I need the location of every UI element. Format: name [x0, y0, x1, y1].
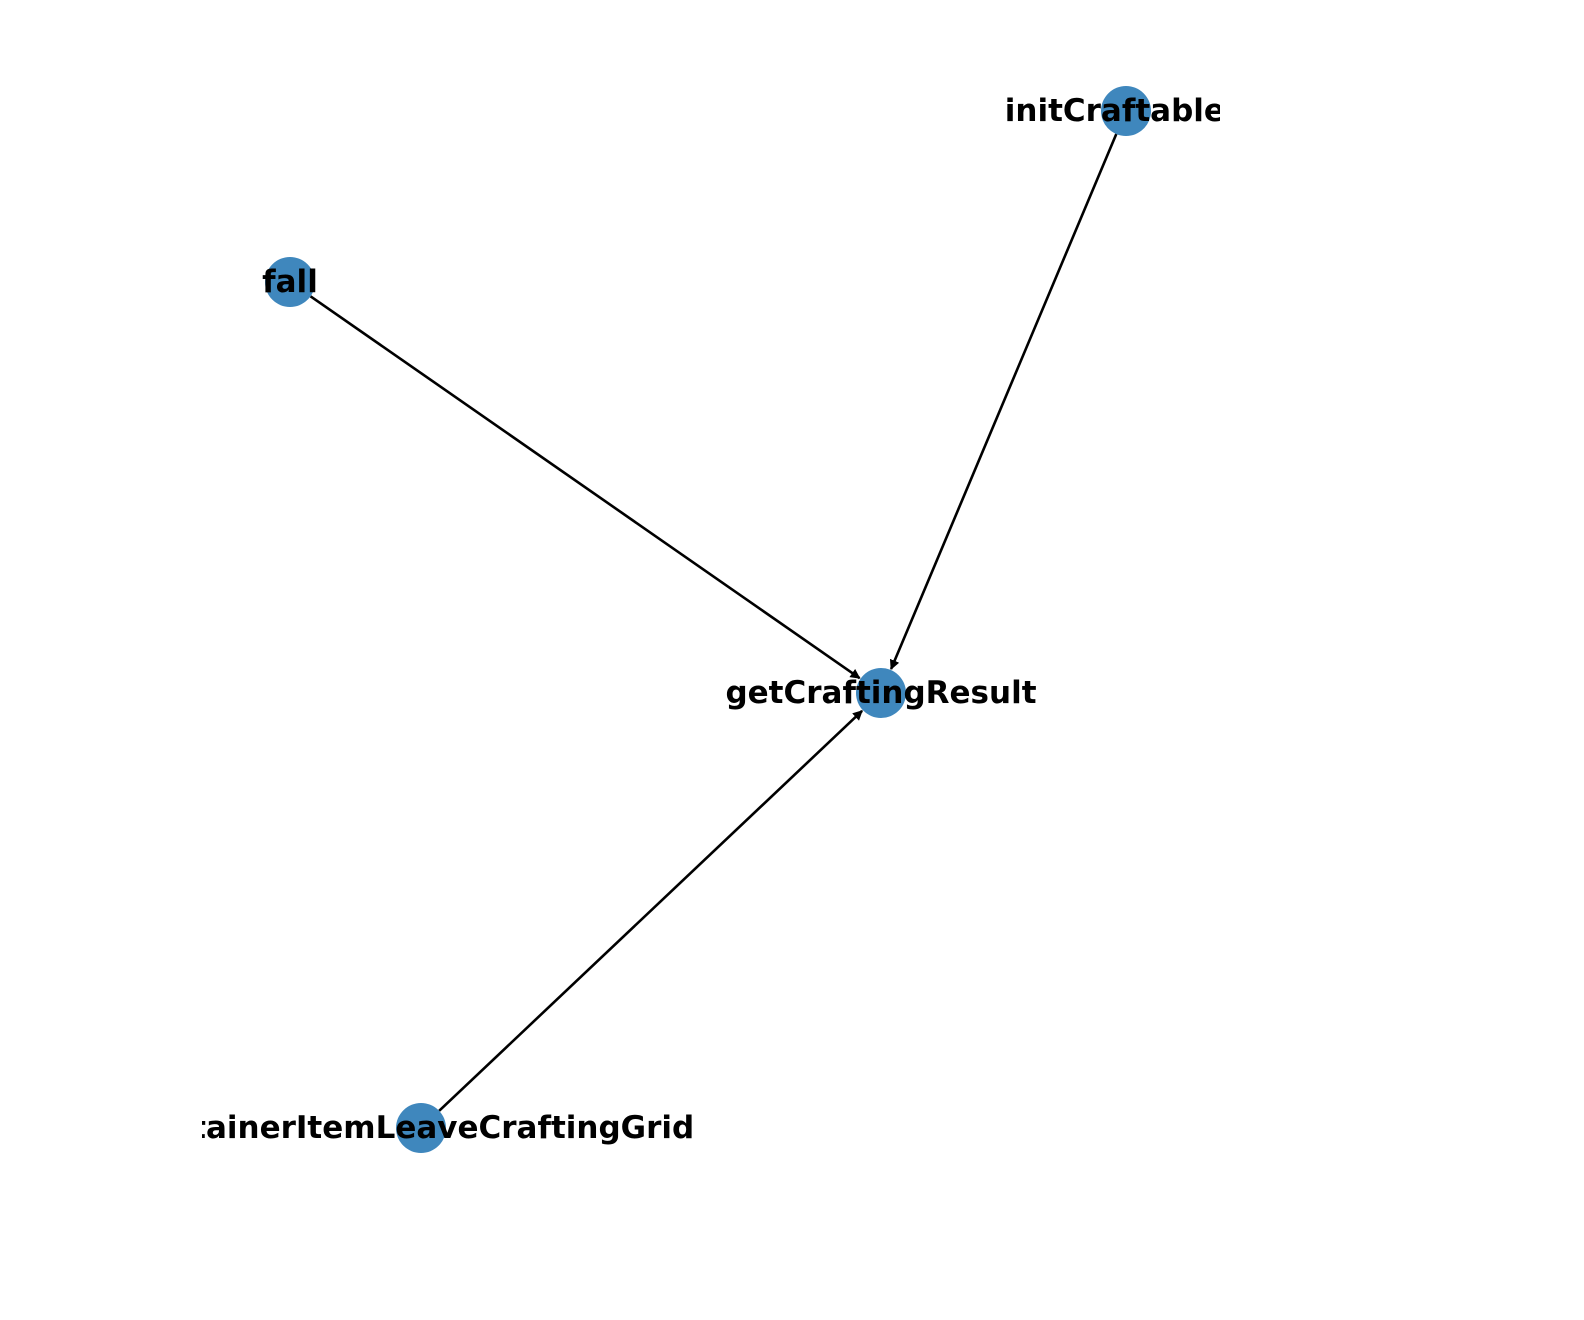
node-label-ontainerItemLeaveCraftingGrid: ontainerItemLeaveCraftingGrid [148, 1110, 694, 1146]
node-label-initCraftableS: initCraftableS [1005, 93, 1248, 129]
node-fall[interactable] [265, 257, 315, 307]
node-getCraftingResult[interactable] [856, 668, 906, 718]
edge-ontainerItemLeaveCraftingGrid-to-getCraftingResult [438, 709, 864, 1112]
labels-layer: initCraftableS fall getCraftingResult ontai… [148, 93, 1248, 1146]
node-label-fall: fall [262, 264, 318, 300]
node-label-getCraftingResult: getCraftingResult [725, 675, 1036, 711]
node-ontainerItemLeaveCraftingGrid[interactable] [396, 1103, 446, 1153]
node-initCraftableS[interactable] [1101, 86, 1151, 136]
nodes-layer [265, 86, 1151, 1153]
edge-fall-to-getCraftingResult [309, 295, 861, 680]
edge-initCraftableS-to-getCraftingResult [889, 133, 1118, 670]
edges-layer [309, 133, 1118, 1112]
